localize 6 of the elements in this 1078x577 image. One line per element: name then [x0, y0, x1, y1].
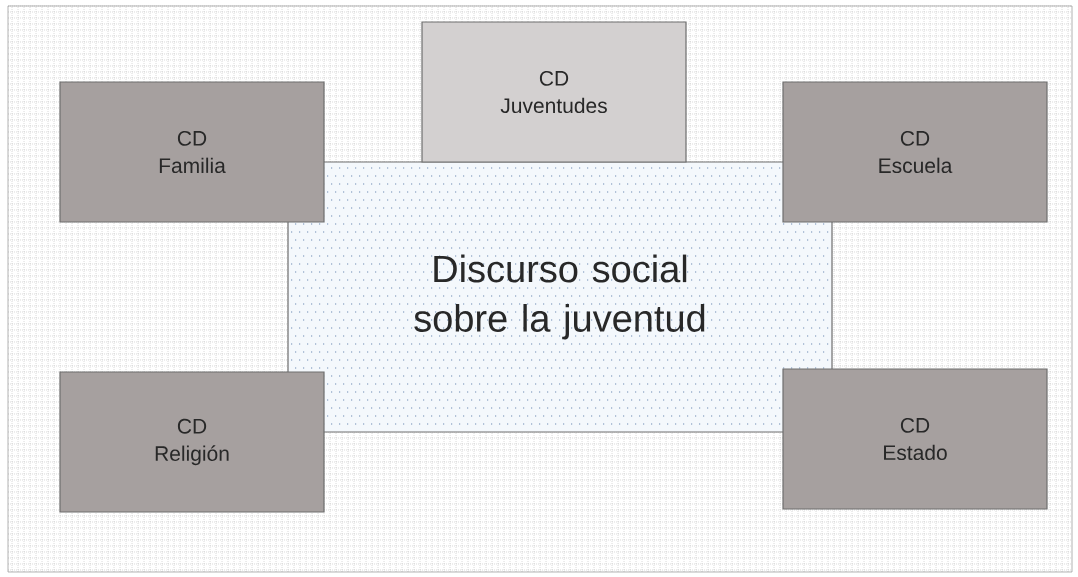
group-box: CD Escuela [782, 81, 1048, 223]
group-box: CD Juventudes [421, 21, 687, 163]
group-box: CD Familia [59, 81, 325, 223]
center-box: Discurso social sobre la juventud [287, 161, 833, 433]
group-box: CD Estado [782, 368, 1048, 510]
group-box: CD Religión [59, 371, 325, 513]
